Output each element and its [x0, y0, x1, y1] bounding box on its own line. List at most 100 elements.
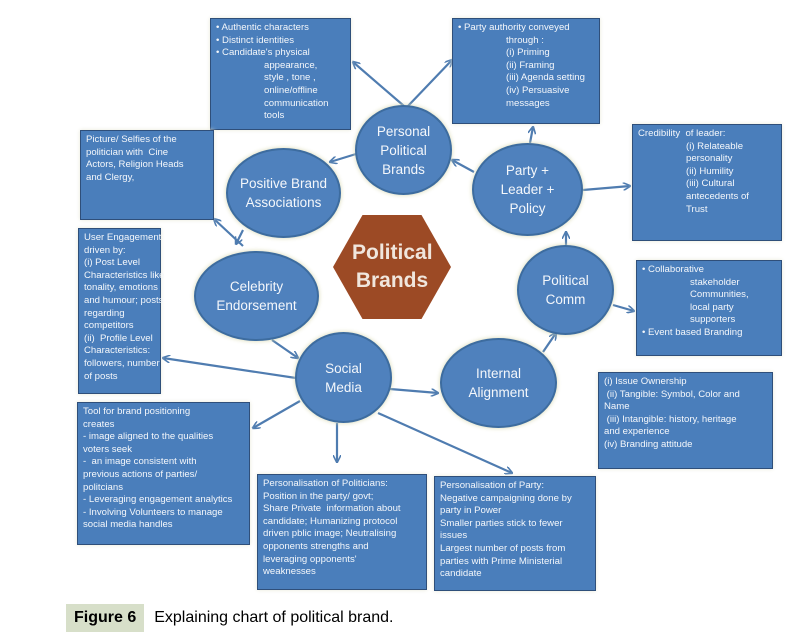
box-line: (ii) Profile Level: [84, 332, 153, 344]
node-internal-alignment: Internal Alignment: [440, 338, 557, 428]
box-line: Position in the party/ govt;: [263, 490, 374, 502]
box-line: Characteristics:: [84, 345, 151, 357]
box-line: • Authentic characters: [216, 22, 309, 33]
arrow-social-to-internal: [389, 387, 438, 393]
arrow-social-to-tool: [253, 400, 301, 428]
arrow-comm-to-collaborative: [612, 303, 634, 311]
box-line: Negative campaigning done by: [440, 492, 572, 504]
box-line: (iii) Cultural: [686, 178, 735, 190]
node-political-comm: Political Comm: [517, 245, 614, 335]
node-label: Internal Alignment: [468, 366, 529, 400]
arrow-positive-to-celebrity: [236, 229, 244, 244]
box-line: opponents strengths and: [263, 540, 369, 552]
box-line: of posts: [84, 370, 118, 382]
box-line: • Collaborative: [642, 264, 705, 275]
box-line: • Distinct identities: [216, 34, 295, 46]
node-label: Party + Leader + Policy: [500, 163, 555, 216]
box-line: parties with Prime Ministerial: [440, 555, 563, 567]
box-line: messages: [506, 97, 550, 109]
box-line: online/offline: [264, 84, 318, 96]
box-line: party in Power: [440, 505, 502, 517]
box-line: Picture/ Selfies of the: [86, 134, 177, 145]
box-line: previous actions of parties/: [83, 468, 198, 480]
node-party-leader-policy: Party + Leader + Policy: [472, 143, 583, 236]
arrow-social-to-party-personalisation: [377, 411, 512, 473]
box-line: stakeholder: [690, 276, 740, 288]
box-line: Share Private information about: [263, 503, 401, 515]
box-line: driven by:: [84, 244, 126, 256]
box-line: (iii) Agenda setting: [506, 72, 585, 84]
box-line: Personalisation of Politicians:: [263, 478, 388, 489]
box-line: style , tone ,: [264, 72, 316, 84]
box-line: issues: [440, 530, 468, 542]
box-line: communication: [264, 97, 329, 109]
box-line: • Party authority conveyed: [458, 22, 570, 33]
center-hexagon: Political Brands: [333, 215, 451, 319]
box-line: personality: [686, 153, 733, 165]
center-label: Political Brands: [352, 241, 433, 292]
box-line: - Leveraging engagement analytics: [83, 494, 233, 506]
box-line: tonality, emotions: [84, 282, 158, 294]
box-line: (i) Post Level: [84, 257, 140, 269]
box-line: Smaller parties stick to fewer: [440, 517, 563, 529]
box-line: (i) Priming: [506, 47, 550, 59]
node-personal-political-brands: Personal Political Brands: [355, 105, 452, 195]
box-line: User Engagement: [84, 232, 162, 243]
caption-text: Explaining chart of political brand.: [154, 609, 394, 626]
arrow-to-selfies: [214, 219, 244, 247]
box-line: (iv) Persuasive: [506, 84, 570, 96]
box-line: (ii) Humility: [686, 165, 734, 177]
arrow-personal-to-positive: [330, 152, 357, 162]
box-line: followers, number: [84, 357, 160, 369]
box-line: Largest number of posts from: [440, 542, 566, 554]
box-line: Tool for brand positioning: [83, 406, 191, 417]
box-line: candidate; Humanizing protocol: [263, 515, 398, 527]
box-line: - an image consistent with: [83, 456, 197, 468]
box-line: creates: [83, 418, 115, 430]
box-line: and humour; posts: [84, 294, 164, 306]
box-line: (iii) Intangible: history, heritage: [604, 413, 737, 425]
node-label: Celebrity Endorsement: [216, 279, 297, 313]
box-line: supporters: [690, 314, 736, 326]
node-celebrity-endorsement: Celebrity Endorsement: [194, 251, 319, 341]
node-positive-brand-associations: Positive Brand Associations: [226, 148, 341, 238]
box-line: and Clergy,: [86, 171, 135, 183]
figure-number: Figure 6: [66, 604, 145, 632]
box-line: social media handles: [83, 519, 173, 531]
box-line: - Involving Volunteers to manage: [83, 506, 223, 518]
node-social-media: Social Media: [295, 332, 392, 423]
box-line: regarding: [84, 307, 125, 319]
box-line: • Candidate's physical: [216, 47, 310, 59]
box-line: (iv) Branding attitude: [604, 438, 693, 450]
box-line: driven pblic image; Neutralising: [263, 528, 397, 540]
node-label: Political Comm: [542, 273, 589, 307]
box-line: appearance,: [264, 59, 318, 71]
node-label: Positive Brand Associations: [239, 176, 328, 210]
arrow-party-to-authority: [530, 127, 533, 144]
box-line: Personalisation of Party:: [440, 480, 544, 491]
arrow-party-to-personal: [452, 160, 475, 173]
arrow-celebrity-to-social: [271, 339, 298, 358]
box-line: through :: [506, 34, 544, 46]
node-label: Social Media: [325, 360, 362, 395]
box-line: and experience: [604, 426, 670, 438]
arrow-personal-to-authentic: [353, 62, 405, 107]
box-line: candidate: [440, 568, 482, 580]
box-line: leveraging opponents': [263, 553, 357, 565]
box-line: Credibility of leader:: [638, 128, 726, 139]
arrow-party-to-credibility: [582, 186, 630, 192]
info-box-politicians: Personalisation of Politicians:Position …: [257, 474, 427, 590]
arrow-social-to-engagement: [163, 358, 297, 380]
box-line: Trust: [686, 203, 708, 215]
box-line: weaknesses: [263, 566, 316, 578]
box-line: (ii) Tangible: Symbol, Color and: [604, 388, 740, 400]
box-line: politician with Cine: [86, 146, 169, 158]
box-line: antecedents of: [686, 190, 749, 202]
info-box-party-pers: Personalisation of Party:Negative campai…: [434, 476, 596, 591]
